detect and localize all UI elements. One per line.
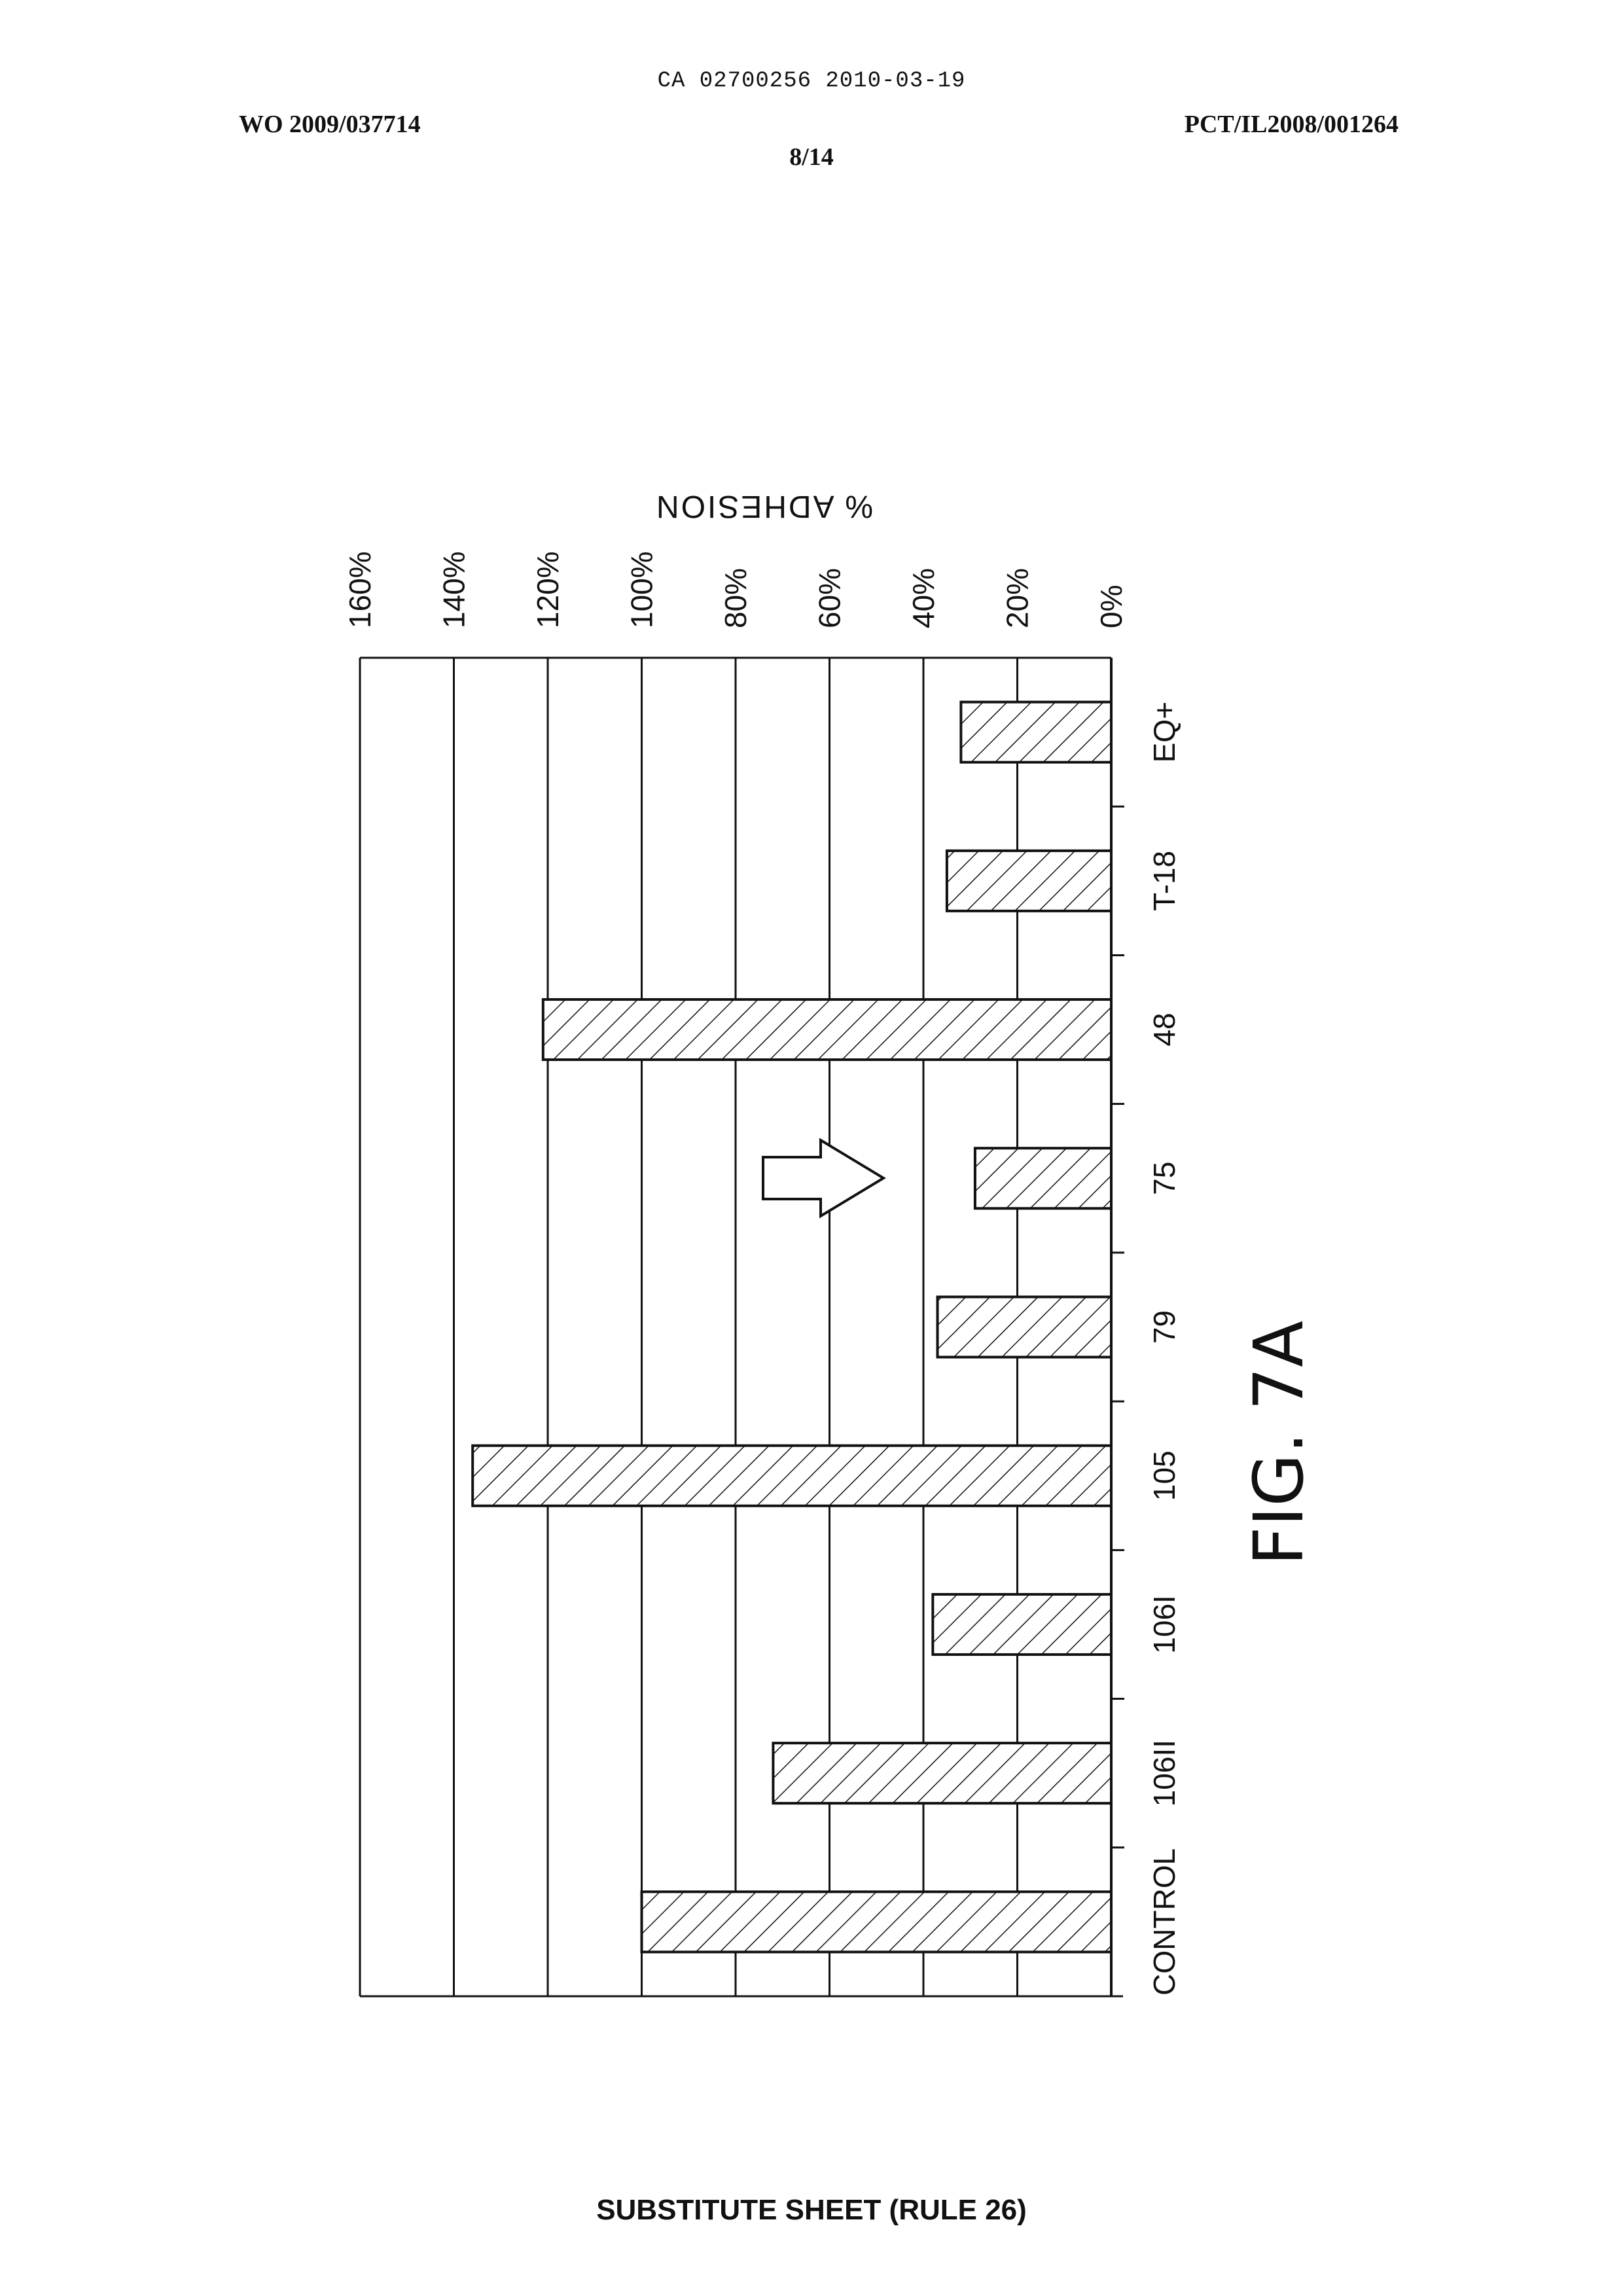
value-tick-labels: 0% 20% 40% 60% 80% 100% 120% 140% 160% [343, 551, 1128, 628]
category-label: T-18 [1147, 851, 1181, 911]
tick-label: 40% [906, 568, 940, 628]
bar [473, 1446, 1111, 1506]
category-label: 105 [1147, 1450, 1181, 1501]
figure-label: FIG. 7A [1239, 1321, 1319, 1566]
tick-label: 120% [531, 551, 565, 628]
bar [938, 1297, 1111, 1357]
tick-label: 160% [343, 551, 377, 628]
category-labels: EQ+ T-18 48 75 79 105 106I 106II CONTROL [1147, 702, 1181, 1996]
category-label: 75 [1147, 1162, 1181, 1195]
category-label: CONTROL [1147, 1848, 1181, 1996]
category-label: 79 [1147, 1310, 1181, 1344]
tick-label: 80% [719, 568, 753, 628]
category-label: 48 [1147, 1013, 1181, 1046]
tick-label: 20% [1001, 568, 1035, 628]
tick-label: 140% [437, 551, 471, 628]
tick-label: 60% [813, 568, 847, 628]
category-label: 106II [1147, 1740, 1181, 1806]
bar [642, 1892, 1112, 1952]
bar [543, 999, 1111, 1060]
tick-label: 0% [1094, 585, 1128, 628]
tick-label: 100% [625, 551, 659, 628]
category-label: 106I [1147, 1595, 1181, 1654]
y-axis-label: % ADHESION [654, 489, 873, 524]
category-label: EQ+ [1147, 702, 1181, 762]
bar [961, 702, 1111, 762]
bar [773, 1743, 1111, 1803]
bars [473, 702, 1111, 1952]
bar [975, 1148, 1111, 1208]
bar [947, 851, 1111, 911]
footer-text: SUBSTITUTE SHEET (RULE 26) [0, 2194, 1623, 2227]
callout-arrow [763, 1140, 883, 1216]
bar [933, 1594, 1111, 1655]
